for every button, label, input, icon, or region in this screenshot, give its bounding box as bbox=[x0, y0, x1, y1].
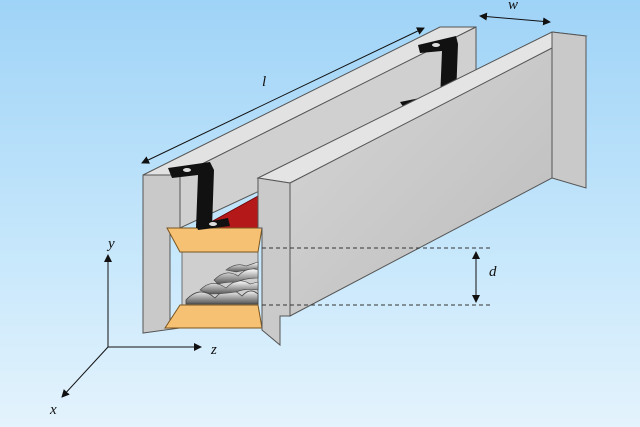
corrugated-ridges bbox=[185, 261, 259, 305]
width-label: w bbox=[508, 0, 518, 13]
support-post-front bbox=[168, 162, 230, 230]
length-label: l bbox=[262, 74, 266, 90]
bottom-substrate bbox=[164, 304, 263, 329]
depth-label: d bbox=[489, 264, 497, 280]
y-axis-label: y bbox=[106, 236, 115, 252]
top-substrate bbox=[166, 227, 263, 253]
coordinate-axes bbox=[61, 254, 202, 398]
length-arrow bbox=[141, 27, 425, 164]
x-axis bbox=[61, 346, 109, 398]
width-arrow bbox=[479, 12, 551, 26]
z-axis-label: z bbox=[210, 342, 217, 358]
x-axis-label: x bbox=[49, 402, 57, 418]
